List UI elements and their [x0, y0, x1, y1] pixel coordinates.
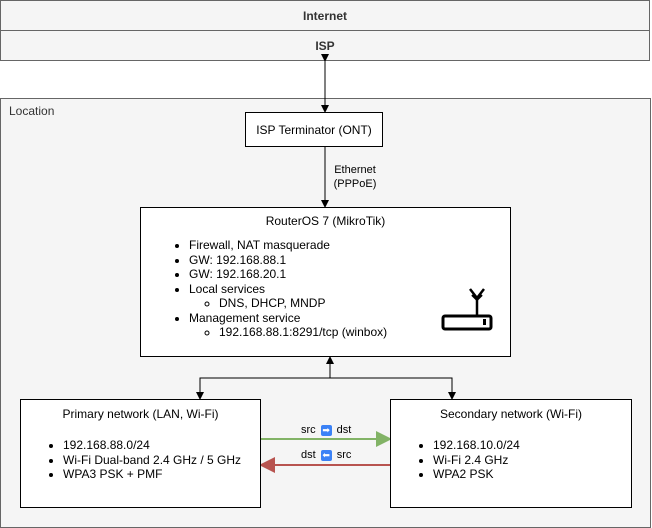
- list-item: 192.168.88.0/24: [63, 438, 241, 453]
- local-services-label: Local services: [189, 281, 266, 296]
- router-title: RouterOS 7 (MikroTik): [265, 214, 386, 228]
- list-item: GW: 192.168.20.1: [189, 267, 387, 282]
- management-label: Management service: [189, 310, 301, 325]
- ont-node: ISP Terminator (ONT): [245, 112, 383, 147]
- flow-src-label: src: [301, 424, 316, 436]
- ethernet-link-label: Ethernet (PPPoE): [326, 163, 384, 191]
- router-primary-connector: [196, 377, 330, 400]
- list-item: Wi-Fi Dual-band 2.4 GHz / 5 GHz: [63, 453, 241, 468]
- secondary-network-list: 192.168.10.0/24 Wi-Fi 2.4 GHz WPA2 PSK: [403, 438, 520, 482]
- internet-band: Internet: [0, 0, 650, 31]
- list-item: WPA2 PSK: [433, 467, 520, 482]
- router-feature-list: Firewall, NAT masquerade GW: 192.168.88.…: [159, 238, 387, 340]
- list-item: Local services DNS, DHCP, MNDP: [189, 282, 387, 311]
- isp-label: ISP: [315, 38, 335, 53]
- router-node: RouterOS 7 (MikroTik) Firewall, NAT masq…: [140, 207, 511, 357]
- local-services-list: DNS, DHCP, MNDP: [189, 296, 387, 311]
- router-secondary-connector: [330, 377, 456, 400]
- list-item: GW: 192.168.88.1: [189, 253, 387, 268]
- left-arrow-icon: ⬅: [320, 449, 332, 461]
- list-item: DNS, DHCP, MNDP: [219, 296, 387, 311]
- forward-flow-label: src ➡ dst: [301, 424, 351, 436]
- right-arrow-icon: ➡: [320, 424, 332, 436]
- primary-network-node: Primary network (LAN, Wi-Fi) 192.168.88.…: [20, 399, 261, 508]
- list-item: Wi-Fi 2.4 GHz: [433, 453, 520, 468]
- secondary-network-node: Secondary network (Wi-Fi) 192.168.10.0/2…: [390, 399, 632, 508]
- flow-dst-label: dst: [336, 424, 352, 436]
- internet-label: Internet: [302, 8, 347, 23]
- pppoe-label: (PPPoE): [333, 178, 377, 190]
- backward-flow-label: dst ⬅ src: [301, 449, 351, 461]
- ont-label: ISP Terminator (ONT): [256, 122, 372, 137]
- list-item: WPA3 PSK + PMF: [63, 467, 241, 482]
- location-label: Location: [9, 104, 55, 118]
- secondary-network-title: Secondary network (Wi-Fi): [439, 407, 583, 421]
- list-item: 192.168.88.1:8291/tcp (winbox): [219, 325, 387, 340]
- primary-network-title: Primary network (LAN, Wi-Fi): [62, 407, 219, 421]
- list-item: Management service 192.168.88.1:8291/tcp…: [189, 311, 387, 340]
- list-item: 192.168.10.0/24: [433, 438, 520, 453]
- flow-src-label: src: [336, 449, 352, 461]
- wifi-router-icon: [441, 288, 493, 331]
- management-list: 192.168.88.1:8291/tcp (winbox): [189, 325, 387, 340]
- list-item: Firewall, NAT masquerade: [189, 238, 387, 253]
- flow-dst-label: dst: [301, 449, 316, 461]
- ethernet-label: Ethernet: [334, 164, 376, 176]
- primary-network-list: 192.168.88.0/24 Wi-Fi Dual-band 2.4 GHz …: [33, 438, 241, 482]
